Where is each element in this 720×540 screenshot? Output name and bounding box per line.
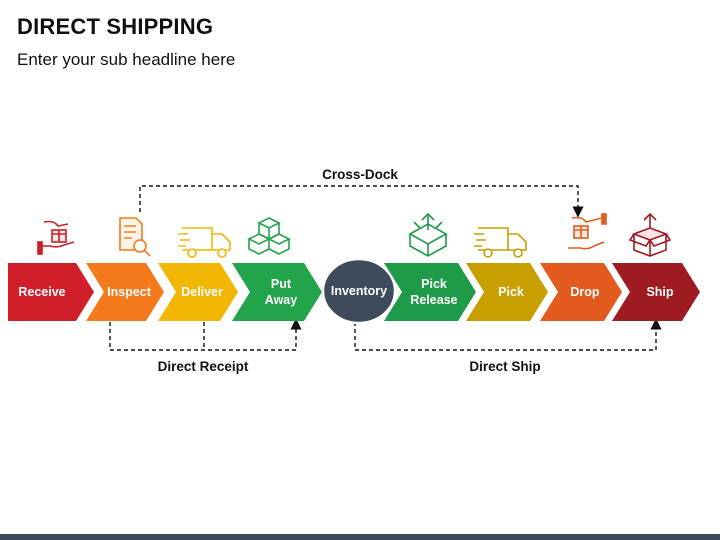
hand-box-icon bbox=[568, 213, 607, 250]
direct-ship-connector bbox=[354, 318, 662, 351]
open-box-arrows-icon bbox=[408, 212, 448, 257]
step-inspect-label: Inspect bbox=[107, 285, 152, 299]
step-pick-arrow bbox=[466, 263, 548, 321]
step-inventory: Inventory bbox=[321, 257, 397, 325]
hand-box-icon bbox=[37, 220, 75, 255]
delivery-truck-icon bbox=[474, 227, 527, 258]
step-ship-arrow bbox=[612, 263, 700, 321]
step-put-away-arrow bbox=[232, 263, 322, 321]
step-ship: Ship bbox=[612, 263, 700, 321]
step-pick-label: Pick bbox=[498, 285, 524, 299]
bottom-accent-bar bbox=[0, 534, 720, 540]
step-inspect: Inspect bbox=[86, 263, 164, 321]
step-deliver: Deliver bbox=[158, 263, 238, 321]
step-pick-release-label: Pick bbox=[421, 277, 447, 291]
step-deliver-arrow bbox=[158, 263, 238, 321]
step-deliver-label: Deliver bbox=[181, 285, 223, 299]
step-drop: Drop bbox=[540, 263, 622, 321]
stacked-boxes-icon bbox=[247, 217, 291, 255]
step-drop-arrow bbox=[540, 263, 622, 321]
step-ship-label: Ship bbox=[646, 285, 673, 299]
document-search-icon bbox=[119, 217, 151, 257]
box-up-arrow-icon bbox=[628, 212, 672, 257]
page-title: DIRECT SHIPPING bbox=[17, 14, 214, 39]
step-receive-label: Receive bbox=[18, 285, 65, 299]
step-inventory-label: Inventory bbox=[331, 284, 387, 298]
delivery-truck-icon bbox=[178, 227, 231, 258]
step-drop-label: Drop bbox=[570, 285, 600, 299]
step-put-away-label: Away bbox=[265, 293, 297, 307]
cross-dock-connector bbox=[139, 185, 584, 218]
direct-receipt-connector bbox=[109, 318, 302, 351]
page-subtitle: Enter your sub headline here bbox=[17, 50, 236, 69]
direct-receipt-label: Direct Receipt bbox=[158, 359, 249, 374]
step-pick: Pick bbox=[466, 263, 548, 321]
step-pick-release-arrow bbox=[384, 263, 476, 321]
step-receive-arrow bbox=[8, 263, 94, 321]
step-put-away-label: Put bbox=[271, 277, 292, 291]
step-inspect-arrow bbox=[86, 263, 164, 321]
direct-ship-label: Direct Ship bbox=[469, 359, 540, 374]
step-receive: Receive bbox=[8, 263, 94, 321]
step-pick-release-label: Release bbox=[410, 293, 457, 307]
cross-dock-label: Cross-Dock bbox=[322, 167, 398, 182]
